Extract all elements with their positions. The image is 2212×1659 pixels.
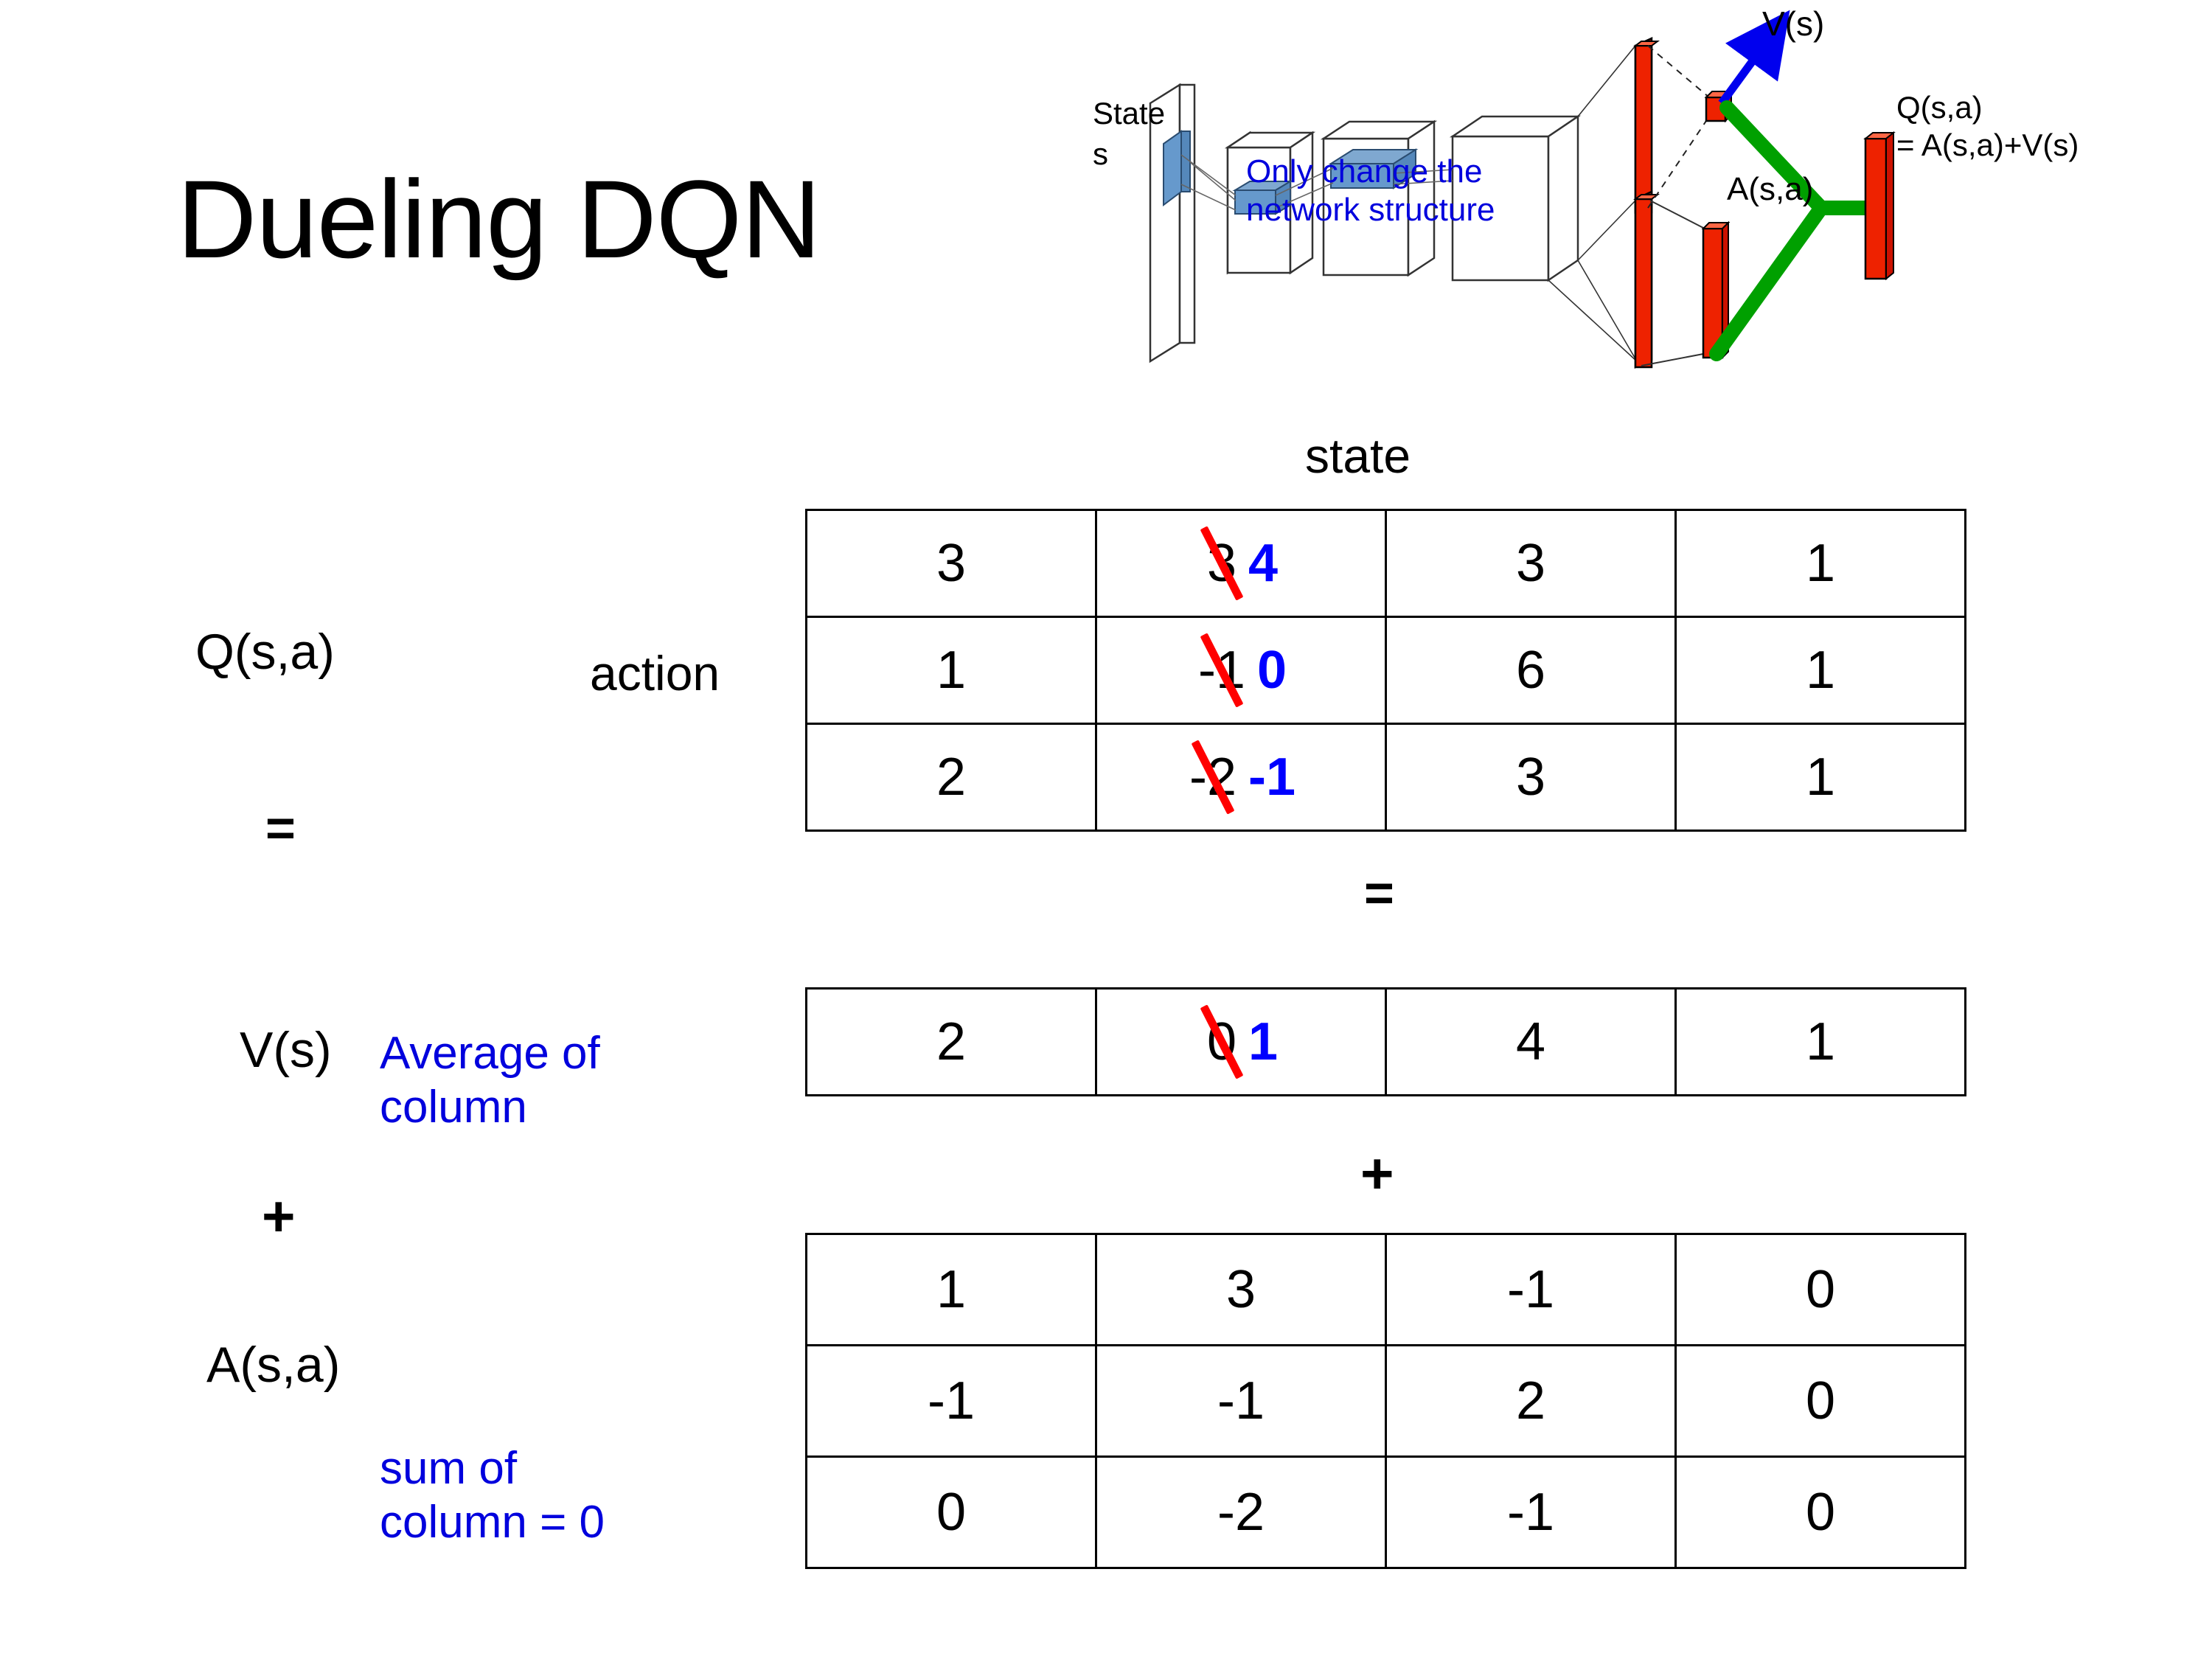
table-cell: 3 [1095, 1233, 1387, 1346]
q-function-label: Q(s,a) [195, 624, 335, 680]
table-cell: 2 [1385, 1344, 1677, 1458]
sum-of-column-note: sum of column = 0 [380, 1441, 605, 1549]
table-cell: -2 [1095, 1455, 1387, 1569]
plus-sign-left: + [262, 1183, 296, 1248]
table-cell: 4 [1385, 987, 1677, 1096]
equals-sign-middle: = [1364, 864, 1394, 922]
table-cell: -1 [1385, 1455, 1677, 1569]
corrected-new-value: 1 [1248, 1012, 1279, 1071]
average-note-line2: column [380, 1082, 527, 1133]
table-cell: 3 [1385, 509, 1677, 618]
table-cell: -1 [1095, 1344, 1387, 1458]
corrected-new-value: -1 [1248, 748, 1296, 807]
diagram-advantage-output-label: A(s,a) [1727, 171, 1814, 207]
diagram-state-label-line2: s [1093, 136, 1108, 171]
diagram-q-output-label-line2: = A(s,a)+V(s) [1896, 128, 2079, 162]
table-cell: 1 [1674, 987, 1966, 1096]
table-cell: -1 [805, 1344, 1097, 1458]
average-of-column-note: Average of column [380, 1026, 600, 1134]
v-function-label: V(s) [240, 1022, 332, 1078]
diagram-note-line2: network structure [1246, 192, 1495, 228]
corrected-new-value: 4 [1248, 534, 1279, 593]
state-axis-label: state [1305, 428, 1411, 483]
a-function-label: A(s,a) [206, 1337, 341, 1393]
table-cell: 1 [1674, 509, 1966, 618]
table-cell: 2 [805, 987, 1097, 1096]
table-cell: -2-1 [1095, 723, 1387, 832]
diagram-q-output-label-line1: Q(s,a) [1896, 90, 1983, 125]
dueling-network-diagram: State s Only change the network structur… [1093, 4, 2205, 406]
sum-note-line1: sum of [380, 1443, 518, 1494]
table-cell: 1 [805, 616, 1097, 725]
page-title: Dueling DQN [177, 157, 821, 281]
action-axis-label: action [590, 646, 720, 700]
table-cell: 1 [805, 1233, 1097, 1346]
sum-note-line2: column = 0 [380, 1497, 605, 1548]
struck-through-value: -2 [1186, 747, 1239, 807]
equals-sign-left: = [265, 799, 296, 857]
diagram-state-label-line1: State [1093, 96, 1166, 131]
corrected-new-value: 0 [1256, 641, 1287, 700]
diagram-value-output-label: V(s) [1762, 4, 1825, 43]
table-cell: -1 [1385, 1233, 1677, 1346]
table-cell: 6 [1385, 616, 1677, 725]
table-cell: 1 [1674, 723, 1966, 832]
table-cell: 0 [1674, 1233, 1966, 1346]
plus-sign-middle: + [1360, 1141, 1394, 1206]
struck-through-value: -1 [1195, 640, 1248, 700]
table-cell: 0 [1674, 1455, 1966, 1569]
table-cell: 1 [1674, 616, 1966, 725]
average-note-line1: Average of [380, 1028, 600, 1079]
struck-through-value: 3 [1204, 533, 1239, 594]
diagram-note-line1: Only change the [1246, 153, 1483, 189]
table-cell: 2 [805, 723, 1097, 832]
table-cell: 0 [1674, 1344, 1966, 1458]
table-cell: 0 [805, 1455, 1097, 1569]
table-cell: 3 [1385, 723, 1677, 832]
table-cell: 3 [805, 509, 1097, 618]
corrected-value: -2-1 [1186, 747, 1295, 807]
struck-through-value: 0 [1204, 1012, 1239, 1072]
